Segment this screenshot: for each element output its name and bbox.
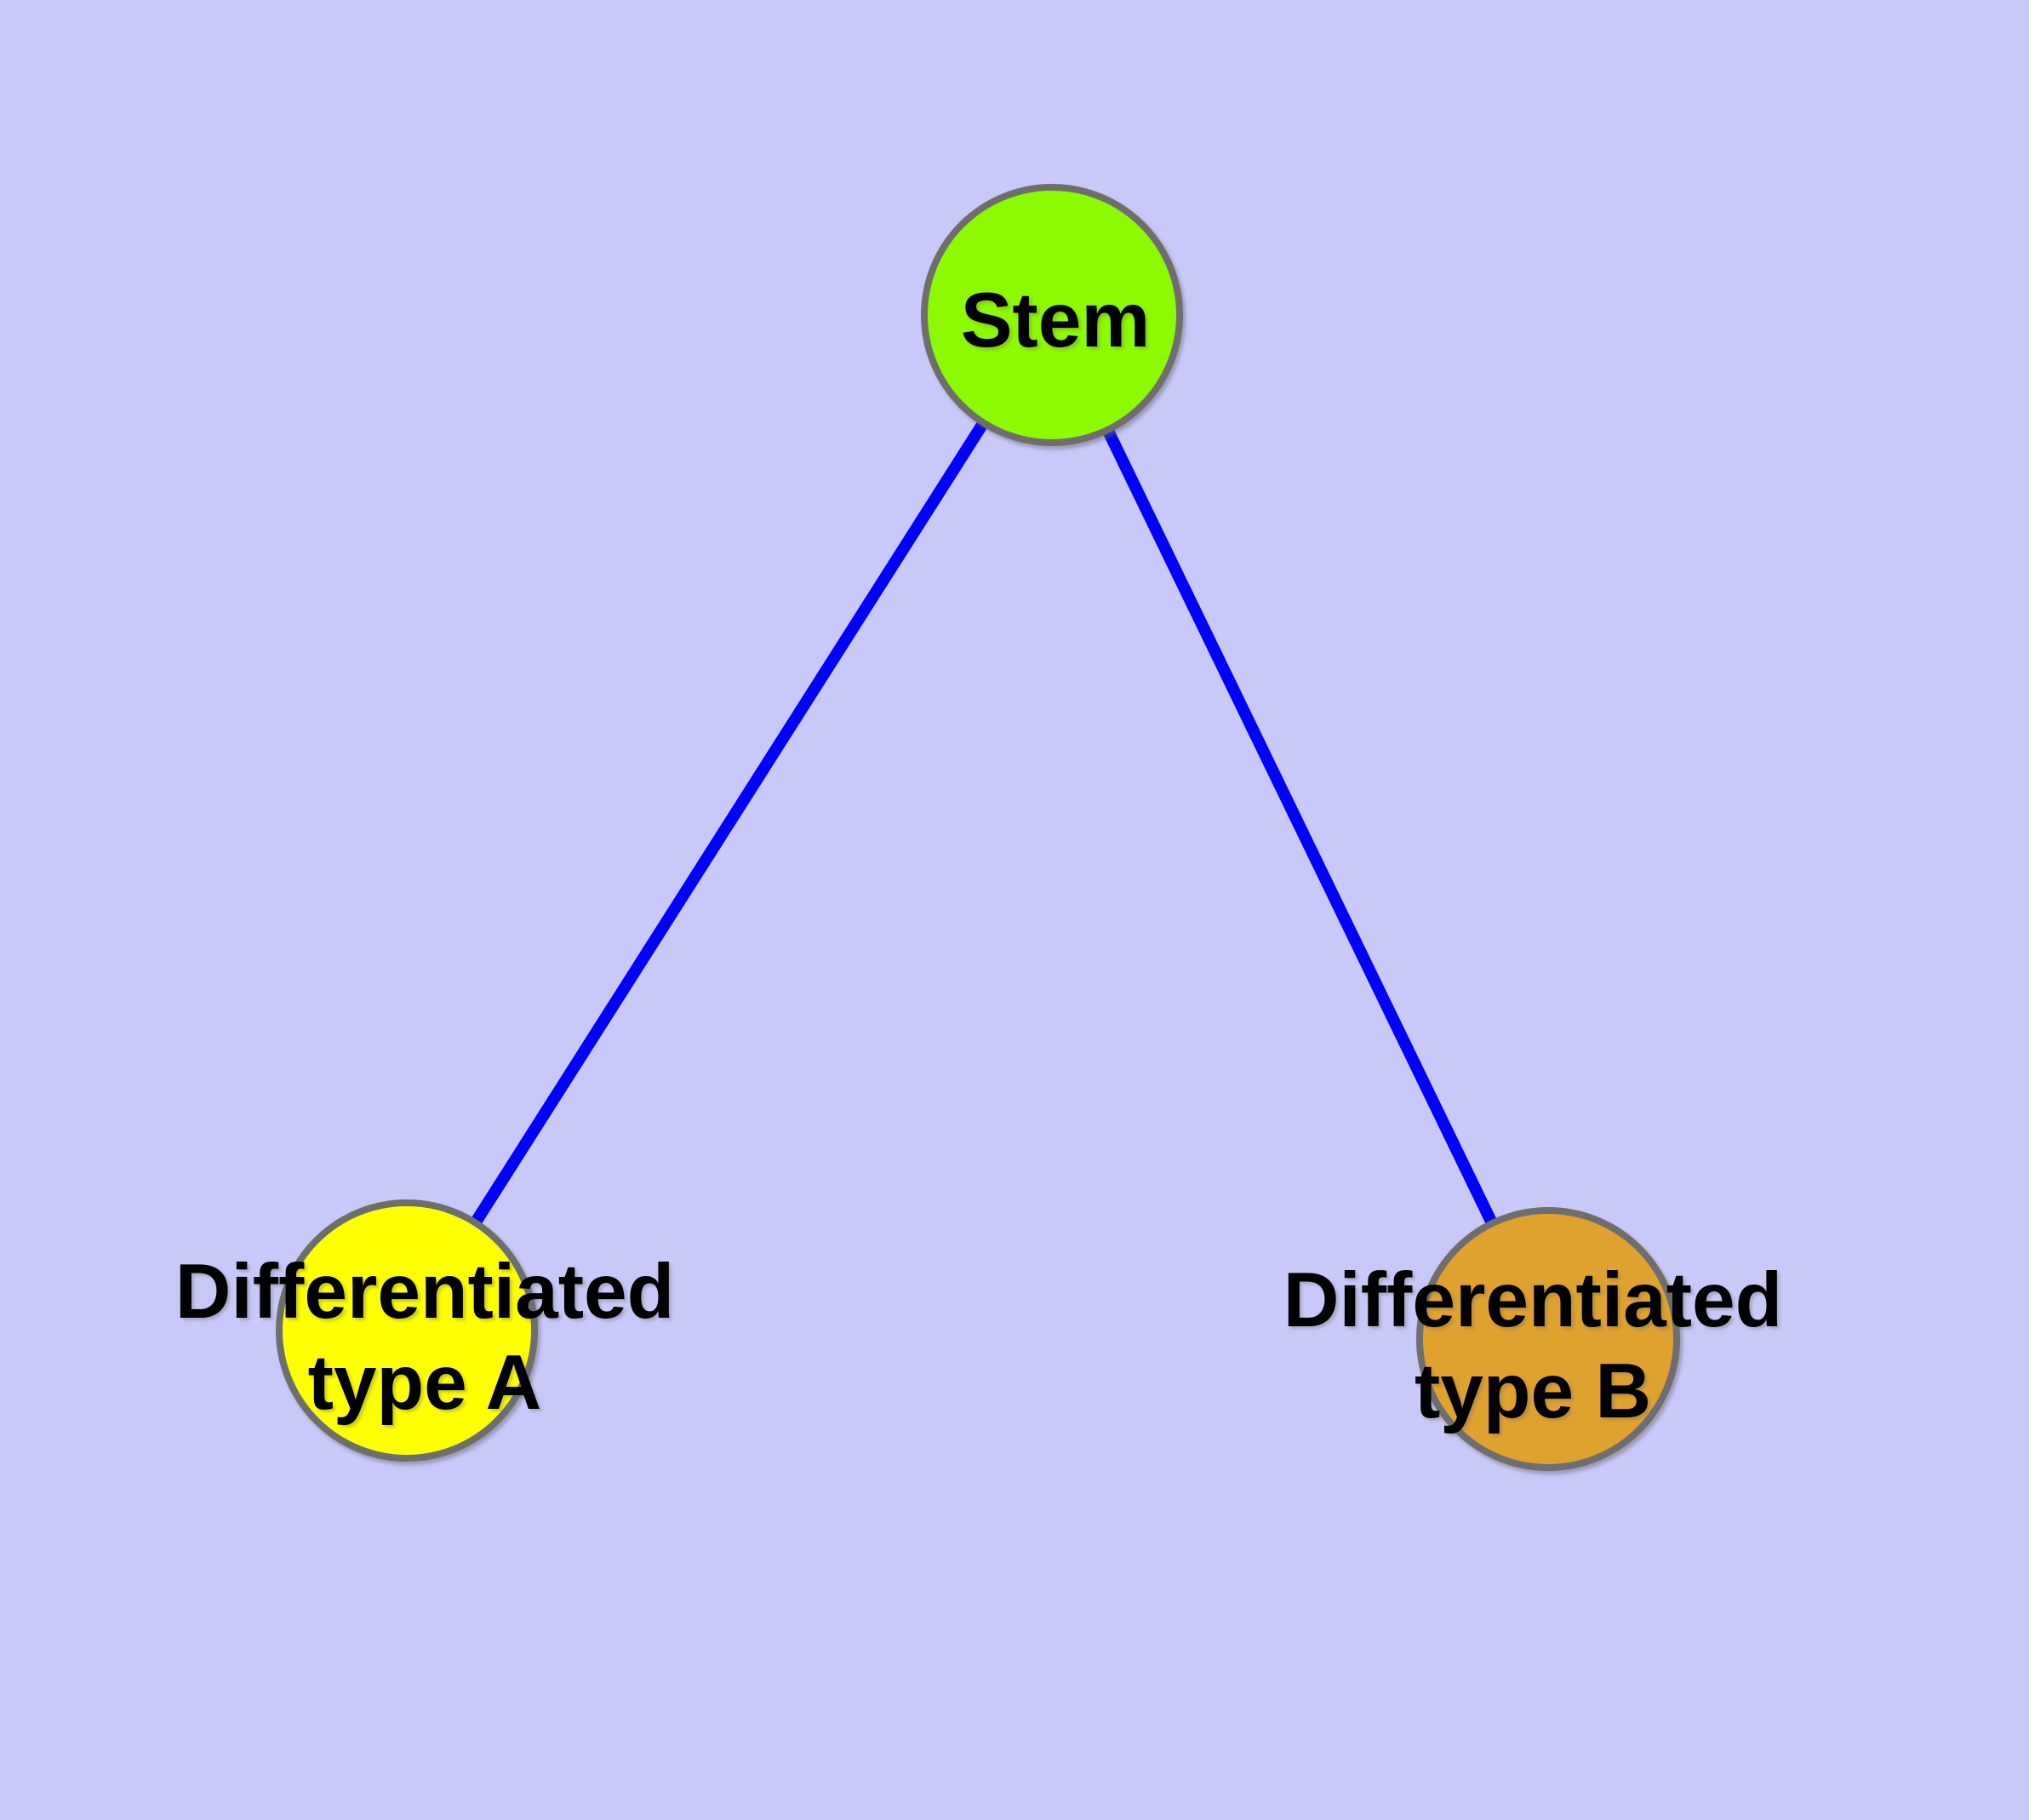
node-label-type-a-line1: Differentiated [175,1249,675,1335]
node-label-type-a-line2: type A [308,1340,542,1426]
node-differentiated-type-a [276,1199,538,1462]
node-group [276,184,1680,1471]
label-group: Stem Differentiated type A Differentiate… [175,278,1783,1434]
edge-stem-to-type-a [402,312,1057,1334]
node-label-type-b-line2: type B [1415,1348,1651,1434]
node-stem [921,184,1183,446]
node-label-stem: Stem [961,278,1151,363]
node-differentiated-type-b [1416,1207,1680,1471]
edge-stem-to-type-b [1046,312,1554,1342]
node-label-type-b-line1: Differentiated [1283,1257,1783,1343]
